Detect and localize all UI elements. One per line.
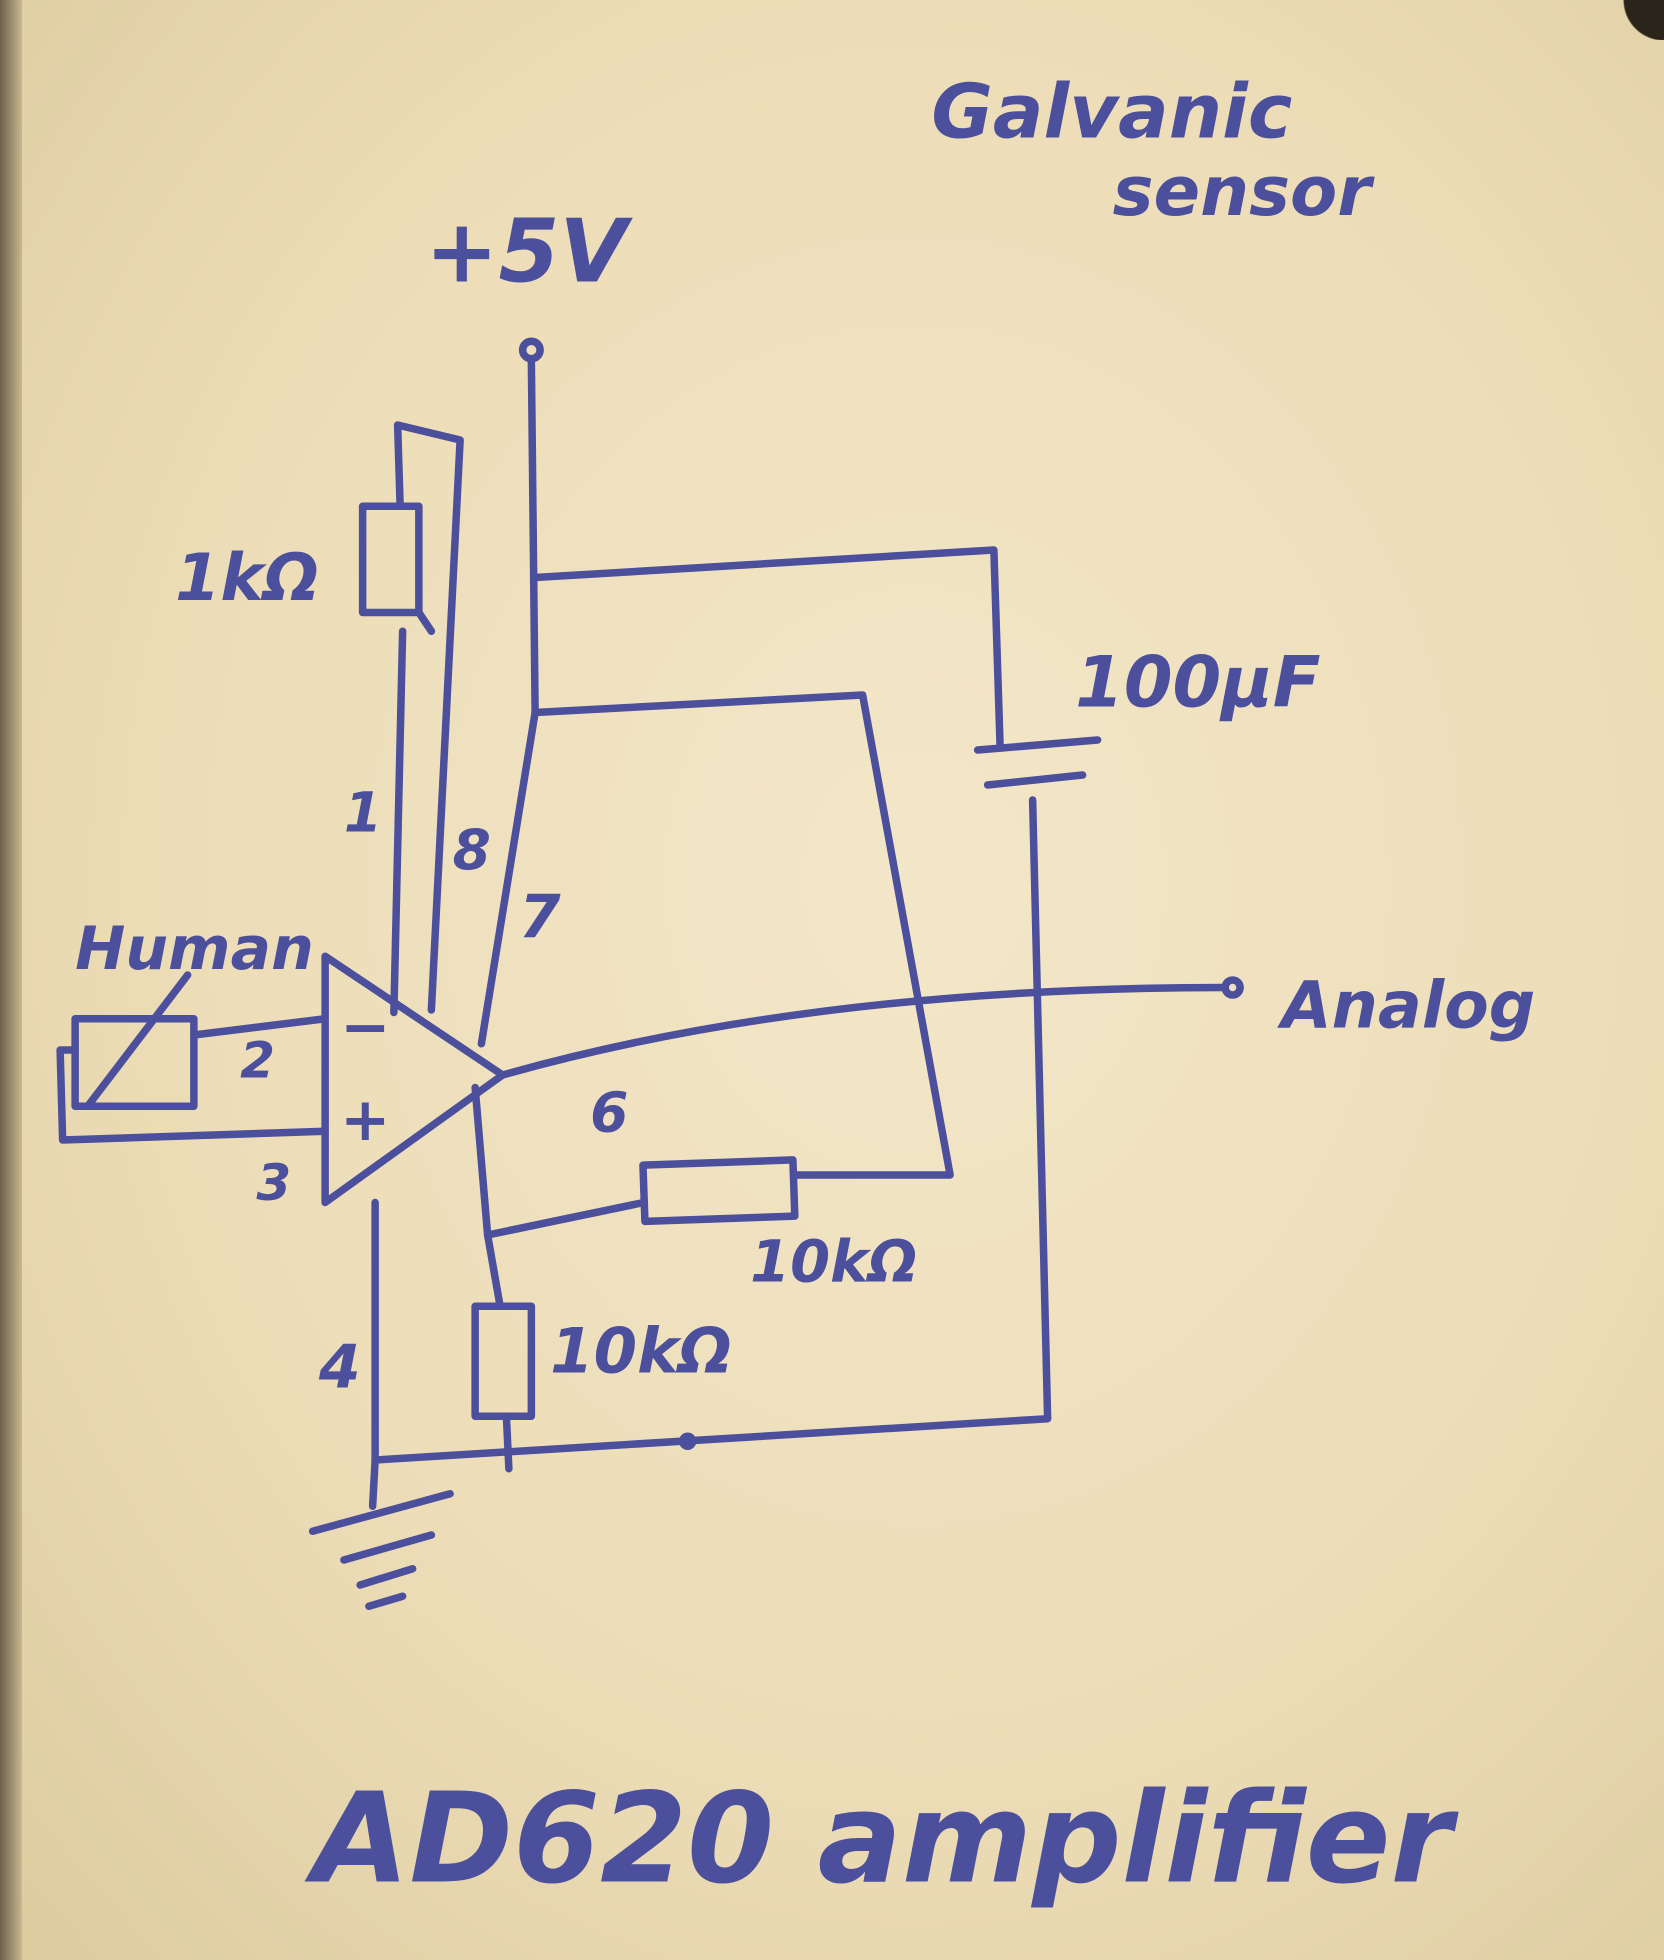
opamp-plus: + [340,1085,390,1155]
sensor-label: Human [75,914,314,984]
ref-wire [531,691,954,1179]
pin8-wiper-wire [393,421,464,1014]
capacitor-top-wire [531,546,1004,752]
gain-potentiometer [358,502,423,617]
output-label: Analog [1276,969,1535,1044]
pin7-label: 7 [519,883,561,953]
opamp-triangle [321,952,507,1207]
pin1-label: 1 [344,780,382,844]
opamp-minus: − [340,993,390,1063]
labels: Galvanic sensor +5V 1kΩ 100µF Human 1 8 … [75,68,1535,1912]
feedback-resistor-label: 10kΩ [750,1228,917,1295]
title-line2: sensor [1113,152,1376,232]
title-line1: Galvanic [931,68,1292,156]
human-sensor-resistor [71,1015,198,1110]
caption: AD620 amplifier [304,1766,1460,1911]
ground-icon [308,1490,454,1610]
input-wires [56,1015,329,1144]
page-corner-shadow [1604,0,1664,40]
ground-resistor-label: 10kΩ [550,1315,732,1388]
output-wire [498,983,1229,1079]
capacitor-label: 100µF [1075,641,1320,723]
ground-resistor-wire [483,1231,504,1310]
supply-label: +5V [425,200,633,302]
supply-terminal [518,337,544,363]
notebook-edge [0,0,22,1960]
output-terminal [1221,976,1244,999]
pin4-wire [368,1198,379,1510]
pin1-wire [390,627,407,1017]
wires [56,337,1244,1610]
gain-pot-label: 1kΩ [175,541,319,616]
pin2-label: 2 [240,1032,275,1090]
variable-arrow [83,971,192,1110]
pin3-label: 3 [256,1154,291,1212]
ground-resistor-bottom [502,1412,513,1473]
pin6-label: 6 [590,1080,628,1144]
capacitor-symbol [973,736,1102,789]
ground-resistor [471,1302,536,1420]
pin8-label: 8 [453,818,491,882]
feedback-resistor [639,1156,799,1226]
ground-return-wire [371,796,1052,1464]
pin4-label: 4 [318,1333,361,1403]
junction-dot [678,1432,697,1450]
